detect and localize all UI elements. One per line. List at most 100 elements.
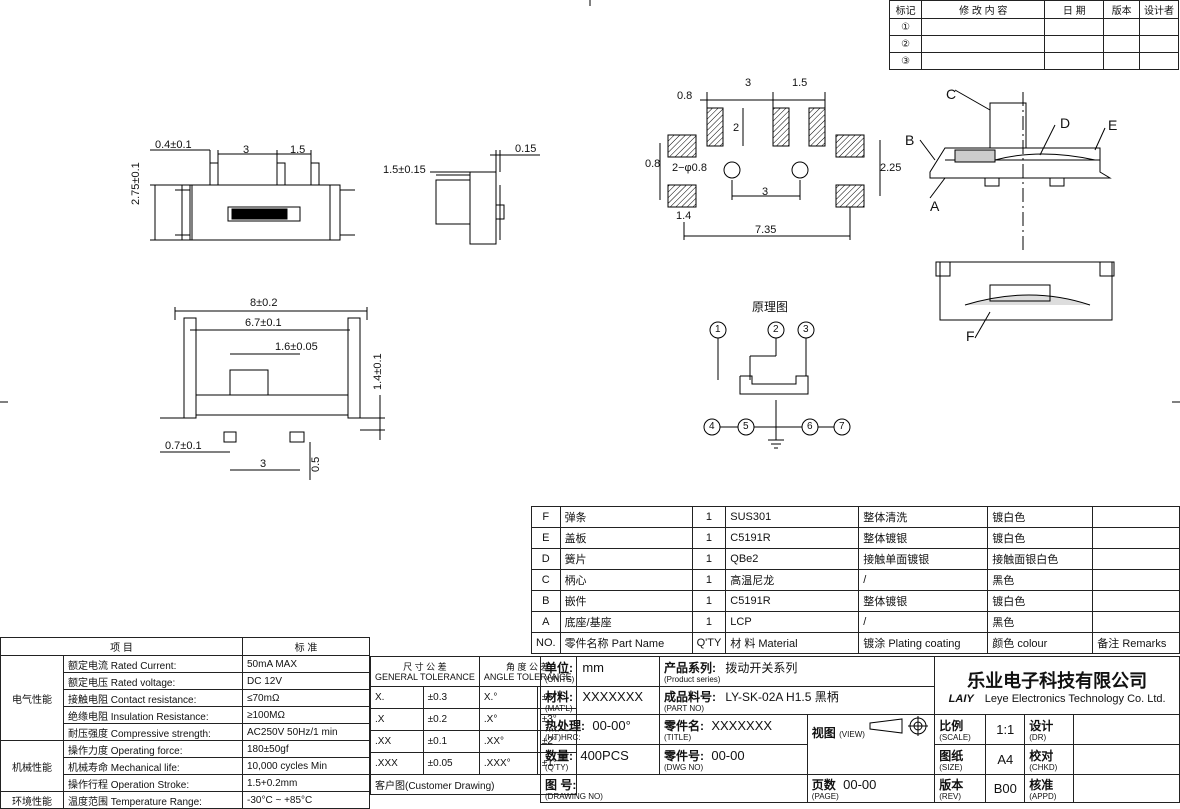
end-view [430,150,540,245]
header-material: 材 料 Material [725,632,860,654]
part-colour: 黑色 [987,611,1094,633]
pin-7: 7 [839,421,845,432]
dim-front-67: 6.7±0.1 [245,317,282,329]
part-material: C5191R [725,527,860,549]
general-tolerance-title: 尺 寸 公 差 [403,661,447,672]
part-material: SUS301 [725,506,860,528]
table-row: C 柄心 1 高温尼龙 / 黑色 [531,569,1180,591]
part-id: A [531,611,561,633]
rev-value: B00 [985,774,1026,803]
part-no-value: LY-SK-02A H1.5 黑柄 [725,690,839,704]
angle-tolerance-en: ANGLE TOLERANCE [483,671,572,682]
page-value: 00-00 [843,777,877,792]
rev-header-content: 修 改 内 容 [921,0,1046,19]
dim-front-8: 8±0.2 [250,297,278,309]
part-id: F [531,506,561,528]
header-remarks: 备注 Remarks [1092,632,1180,654]
part-qty: 1 [691,569,727,591]
appd-en: (APPD) [1029,792,1057,801]
page-label: 页数 [811,778,836,792]
spec-value: DC 12V [242,672,370,690]
appd-label: 核准 [1029,778,1054,792]
pin-3: 3 [803,324,809,335]
size-value: A4 [985,744,1026,775]
unit-value: mm [582,660,605,675]
dim-pcb-14: 1.4 [676,210,692,222]
spec-item: 接触电阻 Contact resistance: [63,689,243,707]
section-view [919,89,1115,339]
rev-row-mark: ③ [888,52,923,70]
part-remarks [1092,506,1180,528]
spec-item: 绝缘电阻 Insulation Resistance: [63,706,243,724]
dim-side-3: 3 [243,144,250,156]
tol-val: ±0.3 [422,686,480,709]
schematic [703,321,851,449]
dim-front-3: 3 [260,458,267,470]
dwg-value: 00-00 [711,748,745,763]
general-tolerance-en: GENERAL TOLERANCE [375,671,475,682]
part-id: E [531,527,561,549]
section-label-e: E [1108,117,1118,133]
pin-4: 4 [709,421,715,432]
spec-group: 环境性能 [0,791,64,809]
part-name: 簧片 [559,548,693,570]
tol-val: ±0.2 [422,708,480,731]
heat-en: (HT)HRC: [545,733,581,742]
parts-table: F 弹条 1 SUS301 整体清洗 镀白色 E 盖板 1 C5191R 整体镀… [531,506,1180,654]
company-name-en: Leye Electronics Technology Co. Ltd. [984,692,1166,705]
series-label: 产品系列: [664,661,716,675]
part-colour: 镀白色 [987,506,1094,528]
dr-label: 设计 [1029,719,1054,733]
schematic-title: 原理图 [752,300,789,314]
matl-value: XXXXXXX [582,689,644,704]
part-id: C [531,569,561,591]
part-remarks [1092,590,1180,612]
dwg-en: (DWG NO) [664,763,704,772]
dwg-label: 零件号: [664,749,704,763]
spec-header-item: 项 目 [0,637,243,656]
header-colour: 颜色 colour [987,632,1094,654]
dim-pcb-225: 2.25 [880,162,902,174]
dim-front-16: 1.6±0.05 [275,341,318,353]
part-plating: / [858,611,989,633]
section-label-d: D [1060,115,1071,131]
part-no-label: 成品料号: [664,690,716,704]
dim-front-05: 0.5 [310,456,322,472]
spec-value: ≤70mΩ [242,689,370,707]
table-row: B 嵌件 1 C5191R 整体镀银 镀白色 [531,590,1180,612]
dim-side-04: 0.4±0.1 [155,139,192,151]
rev-header-mark: 标记 [888,0,923,19]
part-qty: 1 [691,527,727,549]
header-part-name: 零件名称 Part Name [559,632,693,654]
company-logo: LAIY [948,692,974,705]
spec-group: 机械性能 [0,740,64,792]
rev-row-mark: ② [888,35,923,53]
part-qty: 1 [691,548,727,570]
part-name: 嵌件 [559,590,693,612]
size-label: 图纸 [939,749,964,763]
part-plating: 整体镀银 [858,527,989,549]
header-no: NO. [531,632,561,654]
scale-label: 比例 [939,719,964,733]
rev-en: (REV) [939,792,962,801]
tol-angle-key: .XX° [478,730,538,753]
side-view [150,149,355,241]
part-qty: 1 [691,590,727,612]
section-label-b: B [905,132,915,148]
part-id: D [531,548,561,570]
spec-item: 额定电压 Rated voltage: [63,672,243,690]
heat-label: 热处理: [545,719,585,733]
part-name: 柄心 [559,569,693,591]
table-row: A 底座/基座 1 LCP / 黑色 [531,611,1180,633]
dim-pcb-3b: 3 [762,186,769,198]
series-en: (Product series) [664,675,721,684]
part-colour: 接触面银白色 [987,548,1094,570]
part-id: B [531,590,561,612]
spec-value: AC250V 50Hz/1 min [242,723,370,741]
part-plating: / [858,569,989,591]
part-material: LCP [725,611,860,633]
part-remarks [1092,611,1180,633]
front-view [160,307,385,480]
section-label-a: A [930,198,940,214]
projection-symbol-icon [869,716,929,736]
